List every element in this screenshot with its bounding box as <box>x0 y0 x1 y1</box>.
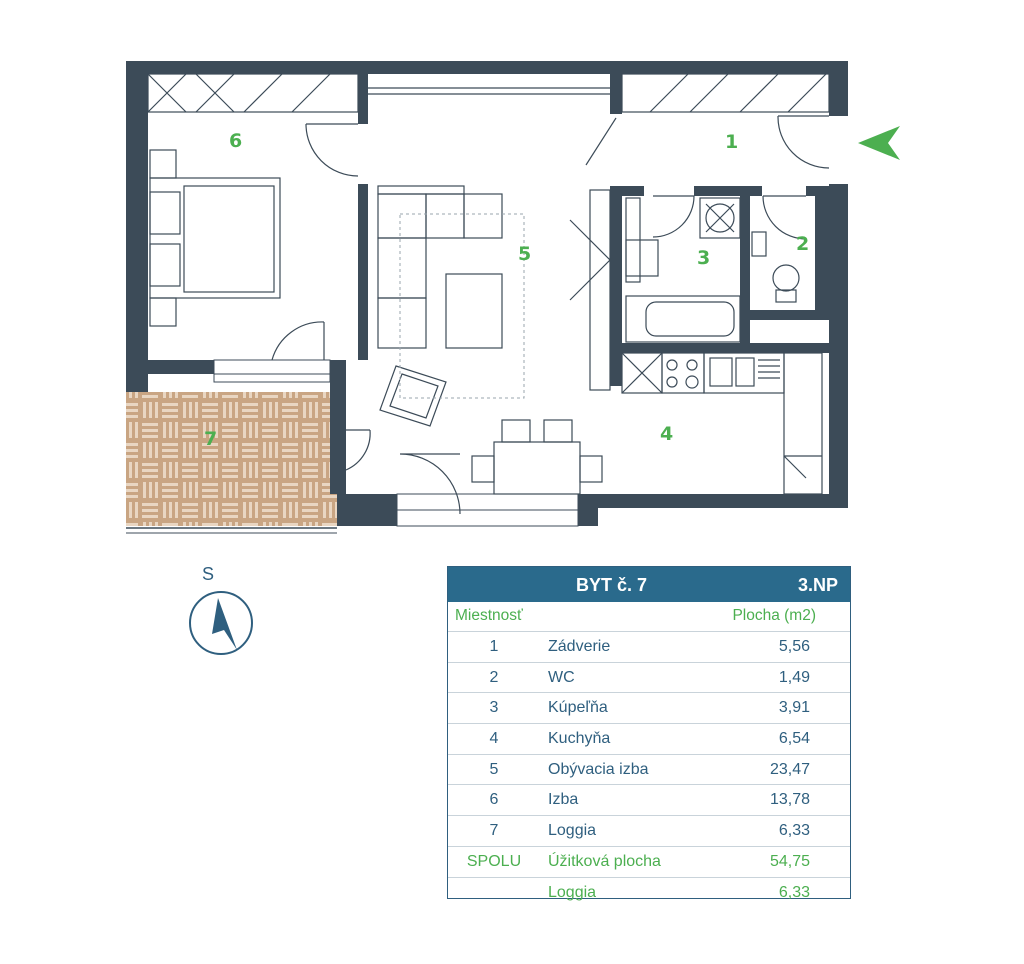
table-row: 5 Obývacia izba 23,47 <box>448 755 850 786</box>
total-label: SPOLU <box>466 852 522 870</box>
row-value: 5,56 <box>778 638 810 655</box>
kitchen-counter <box>621 352 823 495</box>
room-number-1: 1 <box>725 131 738 153</box>
table-row: 3 Kúpeľňa 3,91 <box>448 693 850 725</box>
row-name: Zádverie <box>548 638 611 655</box>
row-value: 3,91 <box>778 699 810 717</box>
table-row: 6 Izba 13,78 <box>448 785 850 817</box>
row-name: Obývacia izba <box>548 760 649 778</box>
total-value: 54,75 <box>769 852 810 870</box>
room-number-7: 7 <box>204 428 217 450</box>
column-headers: Miestnosť Plocha (m2) <box>448 602 850 632</box>
row-number: 3 <box>489 699 499 717</box>
apartment-title: BYT č. 7 <box>576 575 648 595</box>
row-value: 13,78 <box>769 791 810 809</box>
row-number: 5 <box>489 760 499 778</box>
row-value: 6,54 <box>778 730 810 748</box>
table-row: 4 Kuchyňa 6,54 <box>448 724 850 755</box>
doors <box>271 115 830 515</box>
loggia-row: Loggia 6,33 <box>448 878 850 908</box>
room-number-4: 4 <box>660 423 673 445</box>
room-number-6: 6 <box>229 130 242 152</box>
sofa <box>377 185 503 427</box>
compass: S <box>189 564 253 655</box>
loggia-floor <box>126 392 337 526</box>
row-name: WC <box>548 668 575 686</box>
entry-arrow-icon <box>858 126 900 160</box>
room-number-3: 3 <box>697 247 710 269</box>
room-number-5: 5 <box>518 243 531 265</box>
row-name: Kúpeľňa <box>548 699 608 717</box>
total-row: SPOLU Úžitková plocha 54,75 <box>448 847 850 878</box>
column-room: Miestnosť <box>455 607 523 624</box>
compass-label: S <box>202 564 214 584</box>
row-name: Loggia <box>548 822 597 840</box>
row-value: 23,47 <box>769 760 810 778</box>
windows-top <box>147 73 830 113</box>
row-number: 4 <box>489 730 499 748</box>
row-value: 1,49 <box>778 668 810 686</box>
dining-table <box>471 419 603 495</box>
table-row: 7 Loggia 6,33 <box>448 816 850 847</box>
row-name: Izba <box>548 791 579 809</box>
compass-needle-icon <box>212 598 237 650</box>
row-value: 6,33 <box>778 822 810 840</box>
table-row: 2 WC 1,49 <box>448 663 850 694</box>
row-name: Kuchyňa <box>548 730 611 748</box>
area-table: BYT č. 7 3.NP Miestnosť Plocha (m2) 1 Zád… <box>447 566 851 901</box>
table-row: 1 Zádverie 5,56 <box>448 632 850 663</box>
table-header: BYT č. 7 3.NP <box>448 567 850 602</box>
bed <box>149 149 281 327</box>
room-number-2: 2 <box>796 233 809 255</box>
bathroom-fixtures <box>625 197 800 343</box>
row-number: 2 <box>489 668 499 686</box>
total-name: Úžitková plocha <box>548 852 661 870</box>
row-number: 1 <box>489 638 499 655</box>
loggia-name: Loggia <box>548 883 597 901</box>
loggia-value: 6,33 <box>778 883 810 901</box>
floor-label: 3.NP <box>797 575 838 595</box>
row-number: 7 <box>489 822 499 840</box>
row-number: 6 <box>489 791 499 809</box>
walls <box>126 61 848 526</box>
floor-plan: 1 2 3 4 5 6 7 <box>126 61 900 534</box>
column-area: Plocha (m2) <box>732 607 816 624</box>
